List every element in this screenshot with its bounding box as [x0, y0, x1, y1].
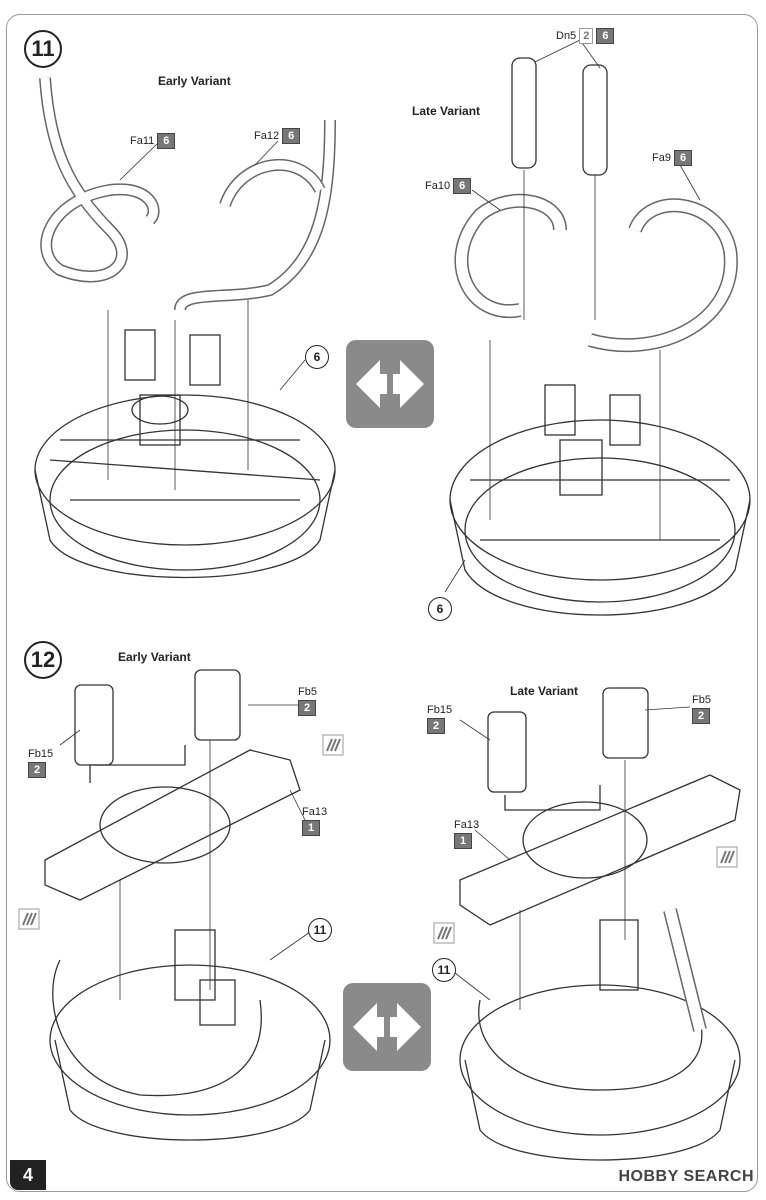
callout-step11-early: 11: [308, 918, 332, 942]
watermark: HOBBY SEARCH: [618, 1168, 754, 1185]
step-number-12: 12: [24, 641, 62, 679]
late-engine-drawing: [449, 340, 751, 616]
callout-step6-late: 6: [428, 597, 452, 621]
step12-late-drawing: [459, 687, 741, 1161]
step12-late-variant-title: Late Variant: [510, 684, 579, 698]
callout-step6-early: 6: [305, 345, 329, 369]
step12-early-variant-title: Early Variant: [118, 650, 191, 664]
step-number-11: 11: [24, 30, 62, 68]
glue-icon: [322, 734, 344, 756]
early-engine-drawing: [34, 300, 336, 579]
either-or-arrows-icon: [346, 340, 434, 428]
late-variant-title: Late Variant: [412, 104, 481, 118]
late-exhaust-pipes-drawing: [454, 57, 738, 353]
either-or-arrows-icon: [343, 983, 431, 1071]
callout-step11-late: 11: [432, 958, 456, 982]
glue-icon: [18, 908, 40, 930]
page-number: 4: [10, 1160, 46, 1190]
instruction-sheet: [6, 14, 758, 1192]
early-exhaust-pipes-drawing: [39, 77, 336, 312]
glue-icon: [433, 922, 455, 944]
step12-early-drawing: [44, 669, 331, 1141]
early-variant-title: Early Variant: [158, 74, 231, 88]
glue-icon: [716, 846, 738, 868]
